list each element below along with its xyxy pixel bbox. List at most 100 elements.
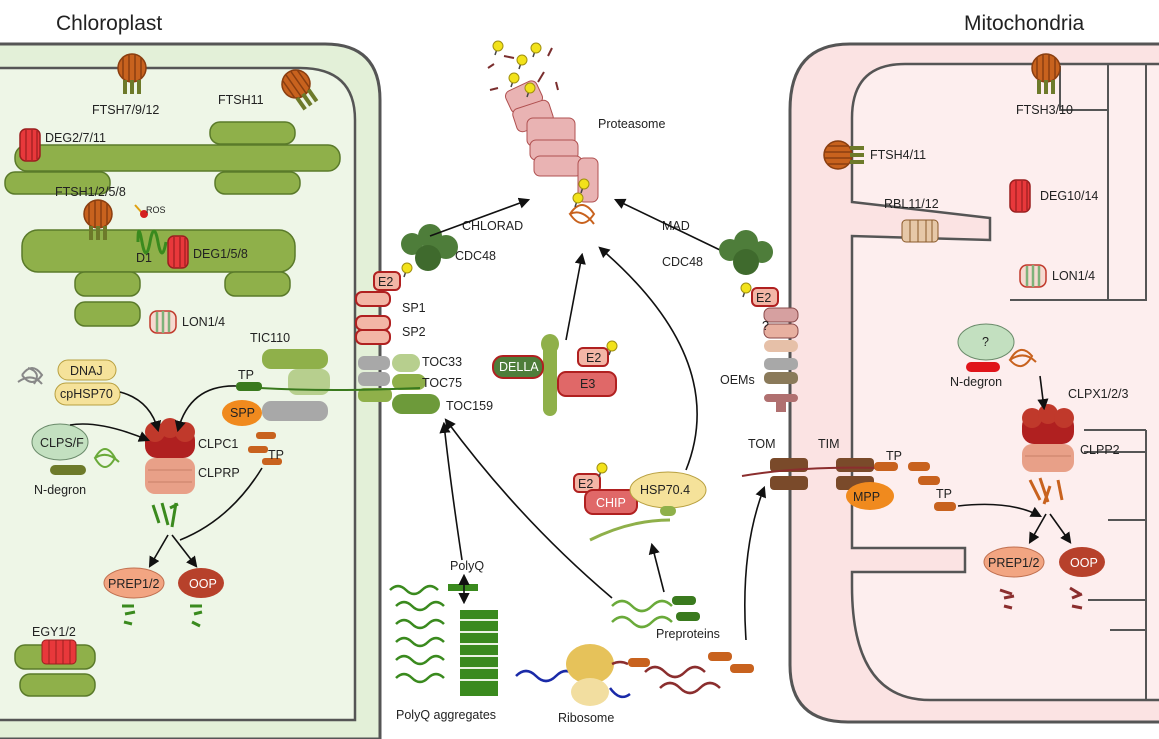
mitochondria-title: Mitochondria [964,12,1085,35]
amino-acids-icon [122,604,203,628]
e2-mito-label: E2 [756,291,771,305]
substrate-mito-icon [1008,349,1037,367]
unfolded-substrate-icon [17,367,44,385]
prep-chloro-label: PREP1/2 [108,577,159,591]
ndegron-mito-label: N-degron [950,375,1002,389]
deg10-icon [1009,179,1031,213]
preproteins-label: Preproteins [656,627,720,641]
deg2-label: DEG2/7/11 [45,131,106,145]
chloroplast-arrows [69,385,263,568]
cphsp70-label: cpHSP70 [60,387,113,401]
prep-chloro-shape [103,567,165,599]
tp1-chloro-label: TP [238,368,254,382]
egy-label: EGY1/2 [32,625,76,639]
cdc48-left-label: CDC48 [455,249,496,263]
import-complex-chloro [259,224,458,414]
substrate-tangle-icon [93,448,120,468]
question2-label: ? [982,335,989,349]
deg10-label: DEG10/14 [1040,189,1098,203]
e2-mito-shape [751,287,779,307]
mpp-shape [846,482,894,510]
cphsp70-shape [54,382,121,406]
clp-complex-icon [145,418,195,494]
ndegron-mito-icon [966,362,1000,372]
ftsh1-label: FTSH1/2/5/8 [55,185,126,199]
d1-label: D1 [136,251,152,265]
rbl-icon [901,219,939,243]
clps-shape [31,423,89,461]
lon1-mito-label: LON1/4 [1052,269,1095,283]
tom-label: TOM [748,437,776,451]
tp1-mito-label: TP [886,449,902,463]
amino-acids-mito-icon [999,586,1083,610]
sp2-label: SP2 [402,325,426,339]
tic110-icon [262,349,330,421]
deg2-icon [19,128,41,162]
ros-label: ROS [146,205,166,215]
hsp704-label: HSP70.4 [640,483,690,497]
peptides-icon [151,502,179,528]
oems-label: OEMs [720,373,755,387]
oop-mito-shape [1059,547,1105,577]
e2-chip-label: E2 [578,477,593,491]
polyq-agg-label: PolyQ aggregates [396,708,496,722]
tp-fragments-icon [248,432,282,465]
e3-label: E3 [580,377,595,391]
e2-sp1-label: E2 [378,275,393,289]
clpc1-label: CLPC1 [198,437,238,451]
della-complex-icon [492,334,617,416]
chlorad-label: CHLORAD [462,219,523,233]
clpx-label: CLPX1/2/3 [1068,387,1129,401]
peptide-fragments-icon [487,47,559,91]
oop-mito-label: OOP [1070,556,1098,570]
transit-peptide-icon [236,382,262,391]
polyq-icon [389,584,498,696]
toc33-label: TOC33 [422,355,462,369]
dnaj-shape [57,359,117,381]
preproteins-icon [611,596,754,695]
ubiquitin-icon [401,262,413,278]
della-label: DELLA [499,360,539,374]
clpx-complex-icon [1022,404,1074,472]
ftsh3-label: FTSH3/10 [1016,103,1073,117]
rbl-label: RBL11/12 [884,197,939,211]
ftsh7-label: FTSH7/9/12 [92,103,159,117]
toc75-label: TOC75 [422,376,462,390]
proteasome-icon [504,80,599,225]
egy-icon [41,639,77,665]
ftsh4-label: FTSH4/11 [870,148,926,162]
oop-chloro-label: OOP [189,577,217,591]
chip-complex-icon [573,471,707,542]
clpp2-label: CLPP2 [1080,443,1120,457]
central-arrows [429,197,766,641]
ribosome-icon [515,644,650,706]
clps-label: CLPS/F [40,436,84,450]
ndegron-chloro-icon [50,465,86,475]
d1-protein-icon [134,204,168,255]
deg1-icon [167,235,189,269]
tp2-chloro-label: TP [268,448,284,462]
spp-shape [222,400,262,426]
ftsh11-label: FTSH11 [218,93,264,107]
prep-mito-shape [983,546,1045,578]
ubiquitin-mito-icon [740,282,752,298]
question1-label: ? [762,319,769,333]
lon1-chloro-label: LON1/4 [182,315,225,329]
spp-label: SPP [230,406,255,420]
toc159-label: TOC159 [446,399,493,413]
oop-chloro-shape [178,568,224,598]
question2-shape [957,323,1015,361]
tp2-mito-label: TP [936,487,952,501]
polyq-label: PolyQ [450,559,484,573]
mpp-label: MPP [853,490,880,504]
prep-mito-label: PREP1/2 [988,556,1039,570]
ndegron-chloro-label: N-degron [34,483,86,497]
mad-label: MAD [662,219,690,233]
lon1-mito-icon [1018,263,1048,289]
deg1-label: DEG1/5/8 [193,247,248,261]
clprp-label: CLPRP [198,466,240,480]
cdc48-right-label: CDC48 [662,255,703,269]
mitochondria-arrows [957,375,1072,544]
peptides-mito-icon [1028,477,1064,505]
